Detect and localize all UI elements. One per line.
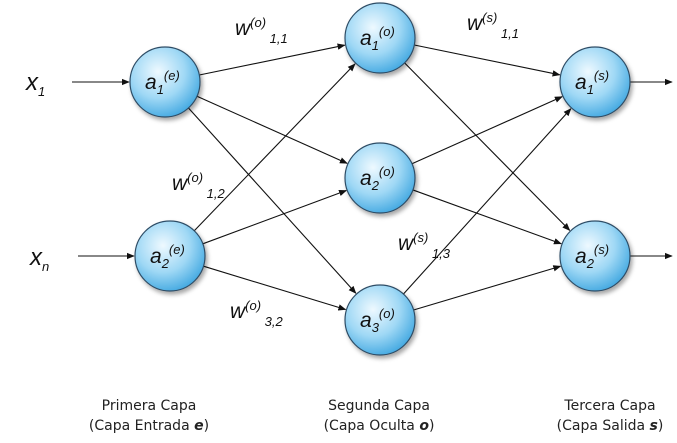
weight-label-4: w(s) 1,1 [467,10,519,41]
neuron-circle [344,284,416,356]
edge-e2-o2 [202,190,348,245]
input-label-2: xn [29,244,49,274]
weight-label-5: w(s) 1,3 [398,230,451,261]
input-labels: x1 xn [25,69,49,274]
weight-labels: w(o) 1,1 w(o) 1,2 w(o) 3,2 w(s) 1,1 w(s) 1,3 [172,10,519,329]
input-label-1: x1 [25,69,45,99]
neuron-label: a1(o) [360,24,395,53]
neuron-label: a2(e) [150,242,185,271]
neuron-label: a2(o) [360,164,395,193]
caption-entrada-line2: (Capa Entrada e) [49,416,249,436]
neuron-salida-1: a1(s) [559,46,631,118]
neuron-entrada-2: a2(e) [134,220,206,292]
caption-salida-bold: s [649,418,658,434]
neurons: a1(e) a2(e) a1(o) a2(o) a3(o) a1(s) a2(s) [129,2,631,356]
connection-edges [72,43,673,311]
caption-oculta-line2: (Capa Oculta o) [279,416,479,436]
caption-oculta-line1: Segunda Capa [328,398,430,414]
caption-entrada-suffix: ) [203,418,210,434]
weight-label-2: w(o) 1,2 [172,170,226,201]
caption-entrada-bold: e [194,418,204,434]
caption-entrada-line1: Primera Capa [101,398,197,414]
caption-salida-line1: Tercera Capa [564,398,656,414]
neuron-circle [344,142,416,214]
weight-label-3: w(o) 3,2 [230,298,284,329]
edge-o1-s2 [404,62,571,231]
caption-oculta: Segunda Capa (Capa Oculta o) [279,396,479,436]
caption-oculta-bold: o [419,418,429,434]
caption-entrada: Primera Capa (Capa Entrada e) [49,396,249,436]
edge-e1-o2 [196,95,348,164]
weight-label-1: w(o) 1,1 [235,15,288,46]
edge-o1-s1 [414,44,561,77]
caption-salida-prefix: (Capa Salida [556,418,650,434]
neuron-label: a1(s) [575,68,609,97]
neuron-oculta-1: a1(o) [344,2,416,74]
edge-o3-s2 [413,265,562,311]
edge-o2-s1 [411,96,563,165]
edge-e1-o1 [199,43,346,76]
neuron-entrada-1: a1(e) [129,46,201,118]
neuron-circle [559,46,631,118]
edge-e1-o3 [188,107,357,294]
edge-e2-o3 [203,265,347,311]
edge-o3-s1 [403,108,572,295]
neuron-circle [344,2,416,74]
neuron-label: a3(o) [360,306,395,335]
edge-o2-s2 [412,189,562,245]
neuron-salida-2: a2(s) [559,220,631,292]
neuron-circle [129,46,201,118]
caption-oculta-prefix: (Capa Oculta [323,418,420,434]
neuron-label: a2(s) [575,242,609,271]
neuron-oculta-3: a3(o) [344,284,416,356]
neuron-circle [559,220,631,292]
neuron-label: a1(e) [145,68,180,97]
caption-salida: Tercera Capa (Capa Salida s) [510,396,677,436]
caption-salida-suffix: ) [657,418,664,434]
neuron-oculta-2: a2(o) [344,142,416,214]
neuron-circle [134,220,206,292]
caption-salida-line2: (Capa Salida s) [510,416,677,436]
edge-e2-o1 [193,63,356,232]
caption-oculta-suffix: ) [428,418,435,434]
caption-entrada-prefix: (Capa Entrada [88,418,195,434]
